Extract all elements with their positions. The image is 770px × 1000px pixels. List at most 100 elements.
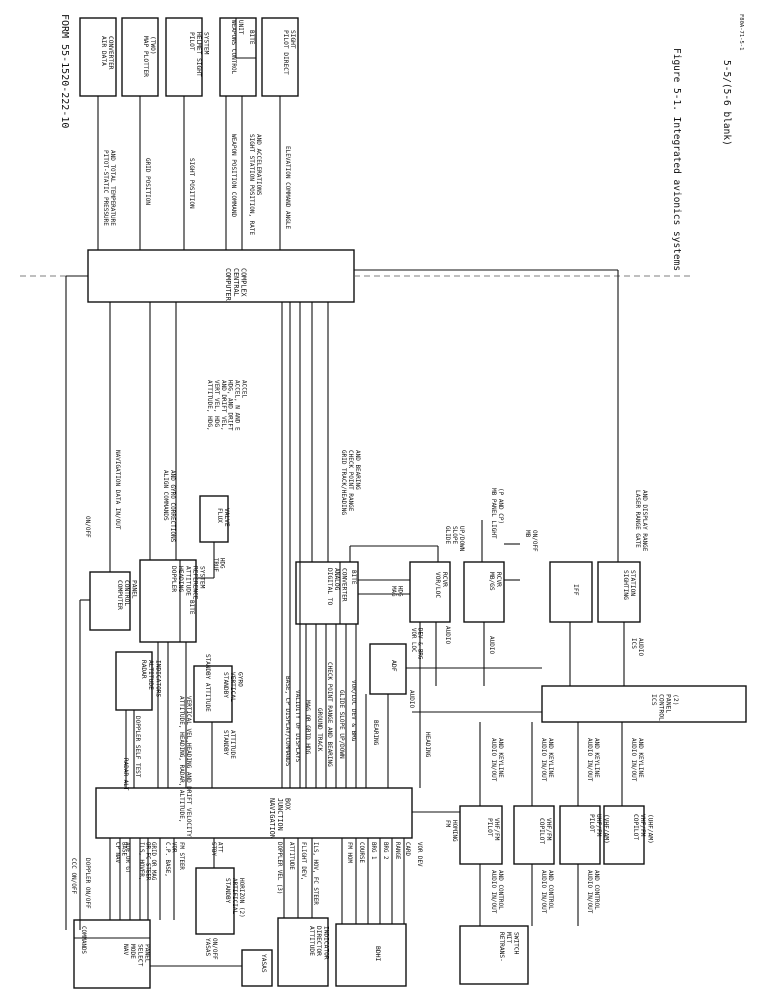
audio-keyline-pilot-line: AND KEYLINE (497, 738, 504, 778)
labels-grid_or_mag: GRID OR MAG (150, 842, 156, 881)
labels-align_commands-line: ALIGN COMMANDS (162, 470, 169, 521)
blocks-flux_valve-line: FLUX (216, 508, 223, 523)
pilot-helmet-sight-box (165, 17, 203, 97)
blocks-nav_mode_select-line: PANEL (143, 944, 150, 963)
blocks-attitude_director-line: ATTITUDE (308, 926, 315, 956)
labels-yasas_onoff-line: YASAS (204, 938, 211, 956)
blocks-standby_artificial_horizon-line: STANDBY (224, 878, 231, 904)
labels-laser_range_gate-line: AND DISPLAY RANGE (641, 490, 648, 552)
labels-fm_homing-line: FM (444, 820, 451, 828)
sighting-station-box (597, 561, 641, 623)
labels-attitude-line: ATTITUDE (288, 842, 294, 870)
figure-code: F80A-71-5-1 (738, 14, 744, 50)
blocks-copilot_uhf-line: VHF/FM (639, 814, 646, 837)
labels-stby_att-line: ATT (217, 842, 223, 853)
labels-glide_slope_updown-line: UP/DOWN (458, 526, 465, 552)
blocks-computer_central_complex-line: COMPLEX (240, 268, 248, 298)
labels-brg1-line: BRG 1 (370, 842, 376, 860)
blocks-pilot_direct_sight-line: SIGHT (289, 30, 296, 49)
labels-validity_of_displays-line: VALIDITY OF DISPLAYS (294, 690, 301, 763)
blocks-retransmit_switch-line: MIT (505, 932, 512, 943)
labels-standby_attitude-line: STANDBY ATTITUDE (204, 654, 211, 712)
blocks-ics_control_panel-line: (2) (672, 694, 680, 706)
figure-code-line: F80A-71-5-1 (738, 14, 744, 50)
audio-keyline-copilot-line: AND KEYLINE (547, 738, 554, 778)
labels-ground_track: GROUND TRACK (316, 708, 323, 752)
adf-box (369, 643, 407, 695)
blocks-navigation_junction_box-line: BOX (284, 798, 292, 811)
audio-keyline-copilot-uhf-line: AUDIO IN/OUT (630, 738, 637, 782)
blocks-adf: ADF (390, 660, 398, 672)
labels-ils_hover: ILS, HOVER,OR FC STEER (138, 842, 151, 881)
labels-mag_hdg-line: HDG (397, 586, 403, 597)
weapons-bite: BITE (248, 30, 255, 45)
copilot-vhf-box (513, 805, 555, 865)
audio-keyline-pilot-uhf-line: AUDIO IN/OUT (586, 738, 593, 782)
labels-fm_steer: FM STEER (178, 842, 184, 870)
blocks-pilot_vhf-line: PILOT (486, 818, 493, 837)
blocks-digital_to_analog-line: DIGITAL TO (326, 568, 333, 606)
labels-cp_nav_base-line: CP NAV (114, 842, 120, 863)
blocks-pilot_uhf-line: UHF/FM (595, 814, 602, 837)
retransmit-switch-box (459, 925, 529, 985)
blocks-vorloc_rcvr-line: RCVR (441, 572, 448, 587)
labels-pitot_static-line: AND TOTAL TEMPERATURE (109, 150, 116, 226)
labels-sight_position-line: SIGHT POSITION (188, 158, 195, 209)
blocks-doppler_heading-line: HEADING (177, 566, 184, 592)
labels-course: COURSE (358, 842, 364, 863)
audio-control-pilot-line: AND CONTROL (497, 870, 504, 910)
blocks-sighting_station-line: SIGHTING (622, 570, 629, 600)
blocks-navigation_junction_box-line: JUNCTION (276, 798, 284, 831)
labels-bearing: BEARING (372, 720, 379, 746)
labels-mb_onoff-line: MB (524, 530, 531, 538)
labels-cp_nav_base-line: BASE (121, 842, 127, 856)
labels-mb_onoff-line: ON/OFF (531, 530, 538, 552)
labels-grid_or_mag-line: GRID OR MAG (150, 842, 156, 881)
labels-ils_hover-line: ILS, HOVER, (138, 842, 144, 880)
blocks-computer_control_panel-line: PANEL (130, 580, 137, 599)
yasas-box (241, 949, 273, 987)
blocks-mbrgs_rcvr-line: RCVR (495, 572, 502, 587)
audio-vor: AUDIO (444, 626, 451, 644)
labels-attitude: ATTITUDE (288, 842, 294, 870)
labels-vorloc_dev_brg_2: VOR/LOC DEV & BRG (350, 680, 357, 742)
labels-ccc_onoff-line: CCC ON/OFF (70, 858, 77, 895)
blocks-map_plotter-line: (TWO) (149, 36, 156, 55)
labels-radar_alt-line: RADAR ALT (122, 758, 129, 791)
labels-range-line: RANGE (394, 842, 400, 860)
audio-adf-line: AUDIO (408, 690, 415, 708)
page-number-line: 5-5/(5-6 blank) (721, 60, 732, 146)
labels-grid_position: GRID POSITION (144, 158, 151, 205)
labels-card-line: CARD (404, 842, 410, 856)
labels-base_cp_display: BASE, CP DISPLAY/COMMANDS (284, 676, 291, 767)
labels-mb_panel_light-line: MB PANEL LIGHT (490, 488, 497, 539)
labels-brg2: BRG 2 (382, 842, 388, 859)
blocks-doppler_heading-line: ATTITUDE (184, 566, 191, 596)
labels-mag_hdg-line: MAG (390, 586, 396, 597)
blocks-pilot_vhf-line: VHF/FM (493, 818, 500, 841)
blocks-doppler_heading-line: REFERENCE (191, 566, 198, 600)
labels-sight_station_position-line: SIGHT STATION POSITION, RATE (248, 134, 255, 236)
labels-attitude_heading_radar-line: ATTITUDE, HEADING, RADAR, ALTITUDE, (178, 696, 185, 822)
blocks-attitude_director-line: INDICATOR (322, 926, 329, 960)
